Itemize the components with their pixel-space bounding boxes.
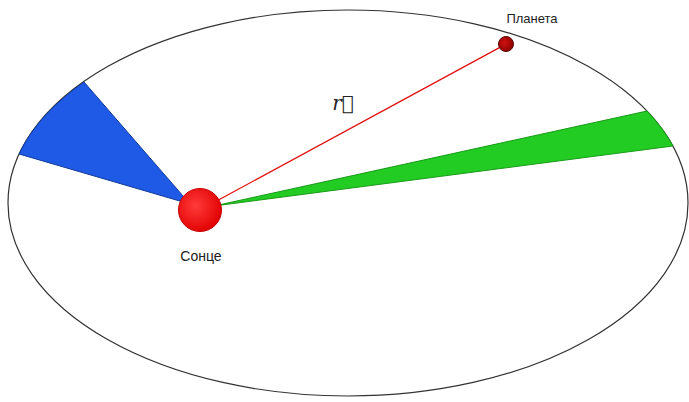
body-circle: [179, 189, 222, 232]
body-label: Планета: [506, 11, 557, 26]
body-shape: [498, 36, 514, 52]
body-label: Сонце: [180, 248, 221, 264]
planet-node: Планета: [498, 36, 514, 52]
orbit-ellipse: [8, 10, 688, 396]
vector-label: r⃗: [332, 91, 354, 115]
radius-vector-line: [219, 48, 500, 200]
green-sector: [214, 111, 673, 206]
blue-sector: [19, 82, 190, 204]
body-shape: [178, 188, 222, 232]
sun-node: Сонце: [178, 188, 222, 232]
body-circle: [499, 37, 514, 52]
